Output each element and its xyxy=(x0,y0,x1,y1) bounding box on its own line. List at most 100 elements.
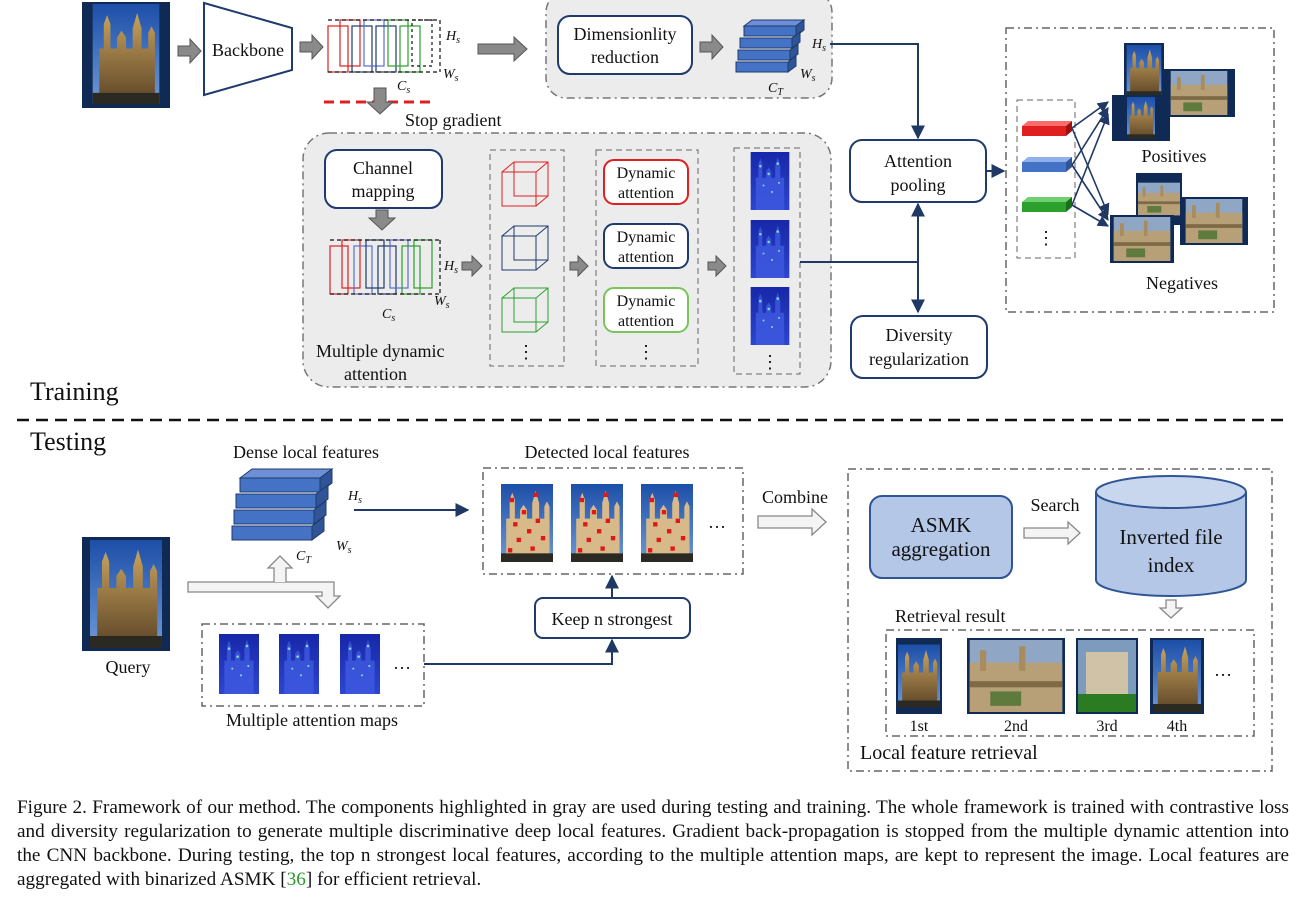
retrieval-result-label: Retrieval result xyxy=(895,606,1005,626)
descriptor-red xyxy=(1022,121,1072,136)
ellipsis: … xyxy=(1214,660,1232,680)
dense-local-features-label: Dense local features xyxy=(233,442,379,462)
vdots: ⋮ xyxy=(637,342,655,362)
dyn-att-blue-2: attention xyxy=(618,249,674,266)
cs-label-3: Cs xyxy=(382,307,395,324)
dyn-att-green-2: attention xyxy=(618,313,674,330)
test-attention-maps-panel xyxy=(201,623,425,707)
hs-label-4: Hs xyxy=(347,489,362,506)
query-image xyxy=(82,537,170,651)
split-feature-red xyxy=(501,161,549,207)
negatives-label: Negatives xyxy=(1146,273,1218,293)
attention-maps-column xyxy=(733,147,801,375)
hs-label: Hs xyxy=(445,29,460,46)
vdots: ⋮ xyxy=(517,342,535,362)
caption-text-end: ] for efficient retrieval. xyxy=(305,869,482,890)
multi-dyn-att-line1: Multiple dynamic xyxy=(316,341,444,361)
multi-dyn-att-line2: attention xyxy=(344,364,407,384)
attention-map-1 xyxy=(750,152,790,210)
hs-label-3: Hs xyxy=(443,259,458,276)
backbone-block xyxy=(203,1,293,97)
ws-label: Ws xyxy=(443,67,459,84)
split-feature-blue xyxy=(501,225,549,271)
gray-arrow xyxy=(461,254,483,278)
detected-local-features-label: Detected local features xyxy=(525,442,690,462)
test-attention-map-2 xyxy=(279,634,319,694)
attention-map-2 xyxy=(750,220,790,278)
ws-label-2: Ws xyxy=(800,67,816,84)
ws-label-3: Ws xyxy=(434,294,450,311)
caption-text: Figure 2. Framework of our method. The c… xyxy=(17,797,1289,890)
gray-arrow xyxy=(707,254,727,278)
ct-label: CT xyxy=(768,81,784,98)
dense-feature-stack xyxy=(231,468,334,541)
dynamic-attention-blue xyxy=(603,223,689,269)
asmk-line2: aggregation xyxy=(891,537,991,561)
channel-mapping-line2: mapping xyxy=(352,181,415,201)
positive-images xyxy=(1112,43,1235,141)
split-features-column xyxy=(489,149,565,367)
channel-mapping-line1: Channel xyxy=(353,158,413,178)
query-split-arrow xyxy=(187,581,342,609)
gray-arrow-down xyxy=(367,209,397,231)
query-label: Query xyxy=(106,657,151,677)
attention-map-3 xyxy=(750,287,790,345)
negative-images xyxy=(1110,173,1248,263)
asmk-aggregation-box xyxy=(869,495,1013,579)
result-image-4 xyxy=(1150,638,1204,714)
diversity-line1: Diversity xyxy=(886,325,953,345)
index-down-arrow xyxy=(1158,599,1184,619)
cs-label: Cs xyxy=(397,79,410,96)
retrieval-result-panel xyxy=(885,629,1255,737)
rank-3: 3rd xyxy=(1096,718,1117,735)
diversity-line2: regularization xyxy=(869,349,969,369)
gray-arrow xyxy=(177,37,202,65)
figure-caption: Figure 2. Framework of our method. The c… xyxy=(17,796,1289,892)
test-attention-map-1 xyxy=(219,634,259,694)
vdots: ⋮ xyxy=(761,352,779,372)
dyn-att-red-2: attention xyxy=(618,185,674,202)
dyn-att-red-1: Dynamic xyxy=(617,165,676,182)
inverted-line1: Inverted file xyxy=(1119,525,1222,549)
vdots: ⋮ xyxy=(1037,228,1055,248)
matching-arrows xyxy=(1071,101,1110,227)
mapped-feature-map xyxy=(329,239,441,295)
maps-to-keep-arrow xyxy=(424,638,619,665)
keep-n-strongest-label: Keep n strongest xyxy=(552,609,673,629)
result-image-1 xyxy=(896,638,942,714)
rank-2: 2nd xyxy=(1004,718,1028,735)
contrastive-panel xyxy=(1005,27,1275,313)
framework-figure: Backbone Hs Ws Cs Stop gradient Dimensi xyxy=(17,0,1290,772)
dim-reduction-line2: reduction xyxy=(591,47,659,67)
gray-arrow xyxy=(299,33,324,61)
detected-features-panel xyxy=(482,467,744,575)
detected-image-3 xyxy=(641,484,693,562)
multiple-attention-maps-label: Multiple attention maps xyxy=(226,710,398,730)
combine-arrow xyxy=(757,507,827,537)
query-up-arrow xyxy=(266,555,294,582)
backbone-label: Backbone xyxy=(212,40,284,60)
input-image xyxy=(82,2,170,108)
test-attention-map-3 xyxy=(340,634,380,694)
combine-label: Combine xyxy=(762,487,828,507)
testing-section: Testing Query Dense local features Hs Ws… xyxy=(30,427,1273,772)
citation-link[interactable]: 36 xyxy=(286,869,306,890)
reduced-feature-stack xyxy=(735,19,806,73)
stop-gradient-label: Stop gradient xyxy=(405,110,502,130)
detected-image-2 xyxy=(571,484,623,562)
reduced-to-pooling-arrow xyxy=(830,43,925,140)
attention-pooling-line2: pooling xyxy=(890,175,945,195)
dyn-att-green-1: Dynamic xyxy=(617,293,676,310)
ct-label-2: CT xyxy=(296,549,312,566)
gray-arrow-down xyxy=(365,87,395,115)
backbone-feature-map xyxy=(327,19,441,73)
dynamic-attention-column xyxy=(595,149,699,367)
result-image-3 xyxy=(1076,638,1138,714)
rank-1: 1st xyxy=(910,718,929,735)
local-feature-retrieval-label: Local feature retrieval xyxy=(860,742,1038,764)
split-feature-green xyxy=(501,287,549,333)
dyn-att-blue-1: Dynamic xyxy=(617,229,676,246)
inverted-line2: index xyxy=(1148,553,1195,577)
training-label: Training xyxy=(30,377,119,406)
dim-reduction-box xyxy=(557,15,693,75)
